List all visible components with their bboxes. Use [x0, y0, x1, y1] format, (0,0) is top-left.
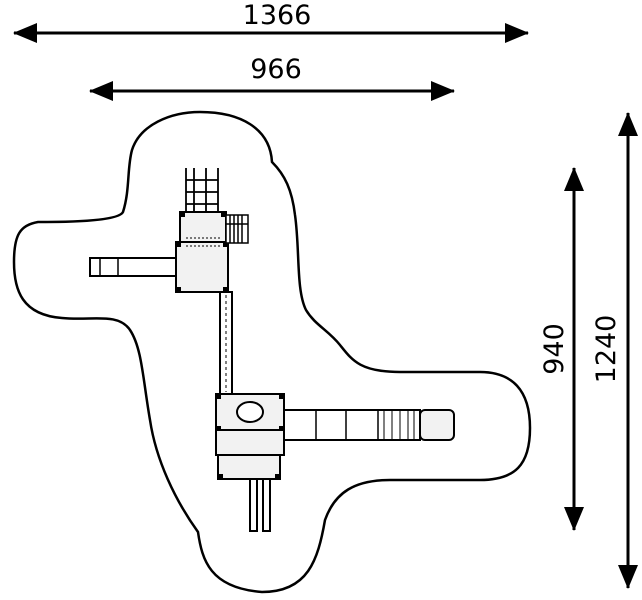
- safety-zone-outline: [12, 110, 532, 594]
- slide-exit: [419, 409, 455, 441]
- upper-tower: [175, 211, 229, 293]
- lower-deck-posts: [217, 395, 283, 478]
- lower-tower: [215, 393, 285, 480]
- upper-deck-bottom: [175, 241, 229, 293]
- upper-deck-posts: [177, 213, 227, 291]
- porthole-icon: [236, 401, 264, 423]
- dimension-label-total-height: 1240: [591, 315, 622, 384]
- dimension-inner-width: 966: [89, 54, 455, 101]
- dimension-total-height: 1240: [591, 112, 638, 589]
- bottom-exit-rails: [249, 478, 271, 532]
- dimension-total-width: 1366: [13, 0, 529, 43]
- lower-deck-bottom: [217, 454, 281, 480]
- dimension-label-inner-width: 966: [250, 54, 302, 85]
- tube-slide-right: [283, 409, 455, 441]
- slide-left: [89, 257, 177, 277]
- connecting-bridge: [219, 291, 233, 395]
- dimension-label-inner-height: 940: [539, 323, 570, 375]
- upper-deck-top: [179, 211, 227, 243]
- side-steps: [225, 214, 249, 244]
- lower-deck-middle: [215, 429, 285, 456]
- ladder-top: [185, 168, 219, 214]
- dimension-inner-height: 940: [539, 167, 584, 531]
- dimension-label-total-width: 1366: [243, 0, 312, 31]
